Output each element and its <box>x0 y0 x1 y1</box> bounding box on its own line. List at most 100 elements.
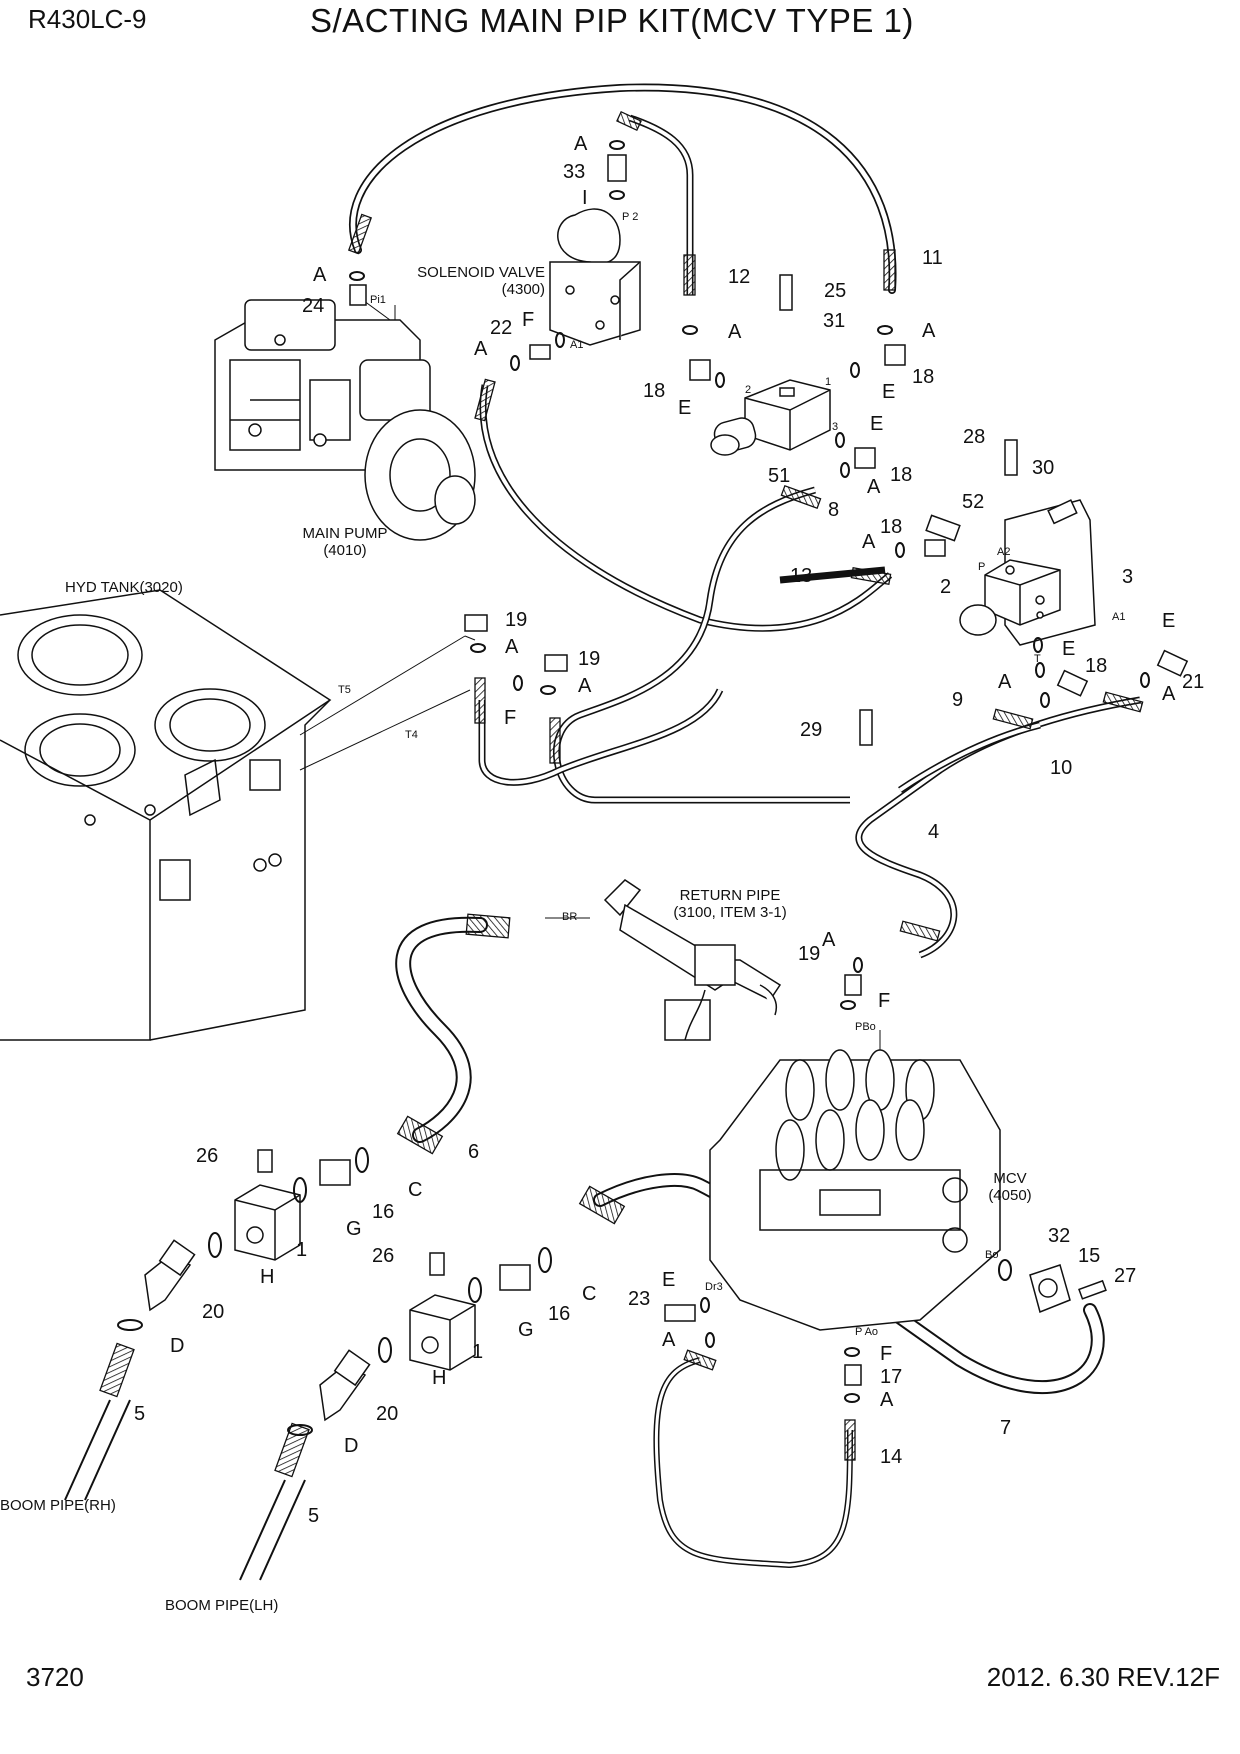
hose-6 <box>395 916 488 1143</box>
pipe-10 <box>855 696 1141 959</box>
callout: I <box>582 187 588 209</box>
callout: 18 <box>890 464 912 486</box>
flange-15 <box>1029 1264 1071 1314</box>
callout: A <box>574 133 588 155</box>
hose-11 <box>349 83 897 294</box>
callout: A <box>867 476 881 498</box>
callout: 20 <box>376 1403 398 1425</box>
callout: A <box>505 636 519 658</box>
callout: 16 <box>548 1303 570 1325</box>
callout: 17 <box>880 1366 902 1388</box>
callout: G <box>518 1319 534 1341</box>
fittings <box>99 110 1144 1478</box>
callout: 29 <box>800 719 822 741</box>
callout: 51 <box>768 465 790 487</box>
callout: 32 <box>1048 1225 1070 1247</box>
adapters <box>257 154 1189 1386</box>
callout: 11 <box>922 247 943 269</box>
callout: 10 <box>1050 757 1072 779</box>
mcv-4050 <box>709 1049 1001 1331</box>
callout: F <box>522 309 534 331</box>
solenoid-valve-4300 <box>549 208 641 346</box>
hydraulic-tank <box>0 589 332 1041</box>
callout: A <box>998 671 1012 693</box>
callout: 7 <box>1000 1417 1011 1439</box>
mcv-label: MCV <box>993 1170 1026 1187</box>
callout: A <box>822 929 836 951</box>
main-pump-label: MAIN PUMP <box>302 525 387 542</box>
callout: E <box>662 1269 675 1291</box>
callout: 22 <box>490 317 512 339</box>
pipe-14 <box>653 1357 853 1569</box>
port-dr3: Dr3 <box>705 1281 723 1293</box>
callout: 18 <box>912 366 934 388</box>
callout: D <box>170 1335 184 1357</box>
valve-block-2 <box>959 499 1096 646</box>
mcv-code: (4050) <box>988 1187 1031 1204</box>
callout: H <box>260 1266 274 1288</box>
callout: 33 <box>563 161 585 183</box>
callout: 20 <box>202 1301 224 1323</box>
port-a1-top: A1 <box>570 339 583 351</box>
port-p: P <box>978 561 985 573</box>
return-pipe-3100 <box>603 879 782 1041</box>
port-a1-right: A1 <box>1112 611 1125 623</box>
callout: 30 <box>1032 457 1054 479</box>
return-pipe-label: RETURN PIPE <box>680 887 781 904</box>
port-pao: P Ao <box>855 1326 878 1338</box>
callout: 24 <box>302 295 324 317</box>
callout: 13 <box>790 565 812 587</box>
port-bo: Bo <box>985 1249 998 1261</box>
callout: 12 <box>728 266 750 288</box>
port-t5: T5 <box>338 684 351 696</box>
callout: 23 <box>628 1288 650 1310</box>
callout: A <box>474 338 488 360</box>
callout: E <box>870 413 883 435</box>
revision-date: 2012. 6.30 REV.12F <box>986 1662 1220 1692</box>
main-pump <box>214 299 476 541</box>
pipe-t4-hose <box>478 688 724 786</box>
port-2: 2 <box>745 384 751 396</box>
callout: F <box>504 707 516 729</box>
callout: 4 <box>928 821 939 843</box>
callout: G <box>346 1218 362 1240</box>
port-br: BR <box>562 911 577 923</box>
callout: C <box>408 1179 422 1201</box>
callout: E <box>1062 638 1075 660</box>
port-pi1: Pi1 <box>370 294 386 306</box>
callout: A <box>880 1389 894 1411</box>
callout: E <box>1162 610 1175 632</box>
port-labels: P 2 Pi1 A1 1 2 3 A2 P T A1 T5 T4 BR PBo … <box>338 211 1125 1338</box>
callout: 25 <box>824 280 846 302</box>
boom-pipe-lh-label: BOOM PIPE(LH) <box>165 1597 278 1614</box>
callout: 19 <box>505 609 527 631</box>
port-a2: A2 <box>997 546 1010 558</box>
callout: 3 <box>1122 566 1133 588</box>
callout: E <box>882 381 895 403</box>
callout: 52 <box>962 491 984 513</box>
component-labels: SOLENOID VALVE (4300) MAIN PUMP (4010) H… <box>0 264 1032 1614</box>
callout: 26 <box>372 1245 394 1267</box>
elbow-20-upper <box>144 1239 196 1312</box>
solenoid-valve-label: SOLENOID VALVE <box>417 264 545 281</box>
callout: F <box>878 990 890 1012</box>
valve-block-51 <box>710 379 831 456</box>
callout: 5 <box>308 1505 319 1527</box>
port-p2: P 2 <box>622 211 638 223</box>
callout: 19 <box>798 943 820 965</box>
callout: 1 <box>472 1341 483 1363</box>
port-pbo: PBo <box>855 1021 876 1033</box>
page-number: 3720 <box>26 1662 84 1692</box>
port-3: 3 <box>832 421 838 433</box>
callout: A <box>662 1329 676 1351</box>
callout: C <box>582 1283 596 1305</box>
solenoid-valve-code: (4300) <box>502 281 545 298</box>
callout: A <box>1162 683 1176 705</box>
callout: 31 <box>823 310 845 332</box>
elbow-20-lower <box>319 1349 371 1422</box>
return-pipe-code: (3100, ITEM 3-1) <box>673 904 786 921</box>
callout: 19 <box>578 648 600 670</box>
pipe-9 <box>898 721 1041 793</box>
hose-12 <box>628 114 694 295</box>
